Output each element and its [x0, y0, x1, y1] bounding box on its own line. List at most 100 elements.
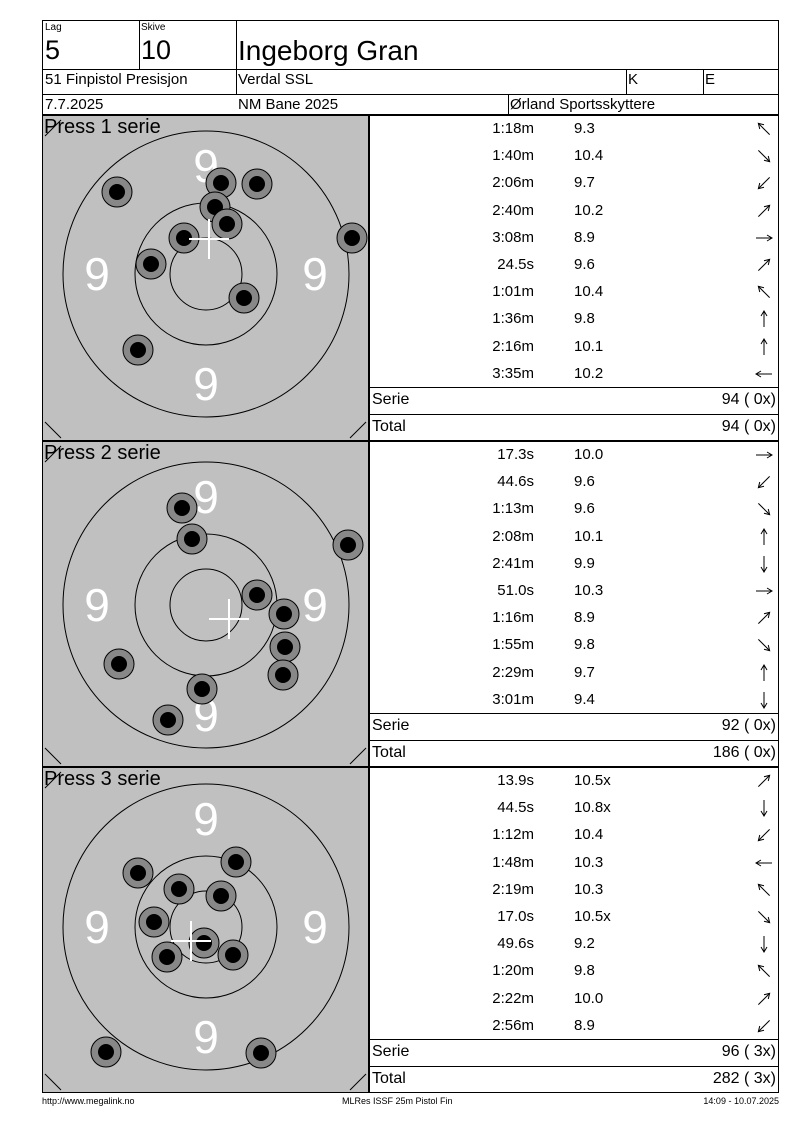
shot-score: 9.8 [574, 962, 595, 980]
shot-hole [228, 282, 260, 314]
class-e-cell: E [703, 69, 778, 94]
target-ring [62, 130, 350, 418]
series-title: Press 2 serie [44, 442, 161, 464]
shot-score: 8.9 [574, 1016, 595, 1034]
direction-arrow-icon [757, 965, 771, 978]
shot-hole [151, 941, 183, 973]
shot-time: 1:55m [492, 636, 534, 654]
ring-number-label: 9 [193, 471, 219, 523]
date: 7.7.2025 [45, 96, 104, 113]
direction-arrow-icon [757, 829, 771, 842]
shot-time: 44.5s [497, 799, 534, 817]
shot-score: 8.9 [574, 609, 595, 627]
shot-time: 2:40m [492, 201, 534, 219]
direction-arrow-icon [757, 774, 771, 788]
shot-hole [211, 208, 243, 240]
serie-label: Serie [372, 717, 410, 734]
shot-time: 3:35m [492, 364, 534, 382]
shot-score: 9.4 [574, 690, 595, 708]
target-ring [62, 783, 350, 1071]
shot-score: 9.6 [574, 500, 595, 518]
shot-time: 1:01m [492, 283, 534, 301]
shot-hole [166, 492, 198, 524]
shot-score: 10.2 [574, 201, 604, 219]
shot-score: 10.4 [574, 826, 604, 844]
skive-value: 10 [141, 35, 172, 65]
corner-tick [349, 1073, 367, 1091]
target-background [43, 442, 368, 766]
corner-tick [44, 421, 62, 439]
shot-time: 2:16m [492, 337, 534, 355]
shot-hole [205, 880, 237, 912]
serie-label: Serie [372, 1043, 410, 1060]
shot-score: 10.3 [574, 880, 604, 898]
direction-arrow-icon [757, 1019, 771, 1033]
shot-score: 10.8x [574, 799, 611, 817]
ring-number-label: 9 [302, 901, 328, 953]
shot-score: 9.3 [574, 120, 595, 137]
shot-hole [163, 873, 195, 905]
shot-time: 44.6s [497, 473, 534, 491]
shot-row: 1:55m 9.8 [370, 632, 778, 659]
shot-hole [103, 648, 135, 680]
competition-cell: NM Bane 2025 [236, 94, 508, 116]
direction-arrow-icon [760, 527, 768, 545]
shot-time: 24.5s [497, 256, 534, 273]
class-k-cell: K [626, 69, 703, 94]
shot-hole [152, 704, 184, 736]
footer-timestamp: 14:09 - 10.07.2025 [703, 1096, 779, 1106]
shot-score: 9.8 [574, 636, 595, 654]
footer-software: MLRes ISSF 25m Pistol Fin [342, 1096, 453, 1106]
serie-row: Serie 92 ( 0x) [370, 713, 778, 739]
skive-cell: Skive 10 [139, 21, 236, 69]
shot-score: 9.8 [574, 310, 595, 328]
ring-number-label: 9 [302, 248, 328, 300]
shot-row: 2:29m 9.7 [370, 660, 778, 687]
skive-label: Skive [141, 22, 166, 33]
shot-time: 1:12m [492, 826, 534, 844]
header-box: Lag 5 Skive 10 Ingeborg Gran 51 Finpisto… [42, 20, 779, 116]
direction-arrow-icon [756, 451, 773, 459]
corner-tick [44, 1073, 62, 1091]
ring-number-label: 9 [84, 248, 110, 300]
lag-value: 5 [45, 35, 61, 65]
shot-hole [267, 659, 299, 691]
shot-time: 2:41m [492, 554, 534, 572]
shot-hole [122, 857, 154, 889]
shot-score: 9.7 [574, 663, 595, 681]
shot-score: 9.6 [574, 256, 595, 273]
direction-arrow-icon [757, 122, 771, 136]
shot-time: 1:40m [492, 147, 534, 165]
organizer-cell: Ørland Sportsskyttere [508, 94, 778, 116]
direction-arrow-icon [757, 910, 771, 924]
direction-arrow-icon [757, 639, 771, 652]
shot-hole [205, 167, 237, 199]
serie-value: 92 ( 0x) [721, 717, 776, 734]
shot-score: 10.0 [574, 446, 604, 463]
shot-score: 10.2 [574, 364, 604, 382]
shot-time: 2:29m [492, 663, 534, 681]
ring-number-label: 9 [302, 579, 328, 631]
competition-name: NM Bane 2025 [238, 96, 339, 113]
direction-arrow-icon [760, 310, 768, 328]
direction-arrow-icon [757, 285, 771, 299]
shot-time: 1:16m [492, 609, 534, 627]
shot-score: 10.5x [574, 772, 611, 789]
